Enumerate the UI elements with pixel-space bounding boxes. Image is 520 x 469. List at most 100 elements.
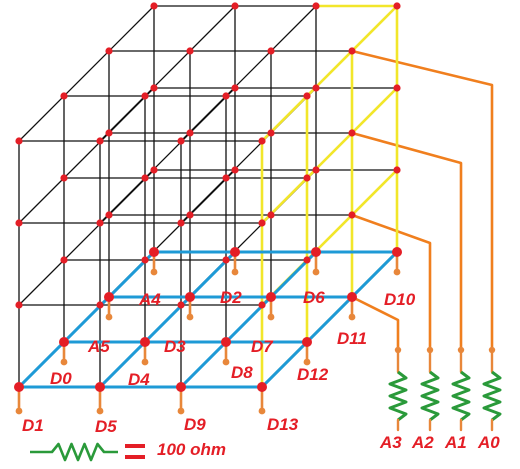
cathode-pin-end: [393, 268, 401, 276]
resistors: [388, 346, 502, 432]
solder-node: [267, 47, 275, 55]
solder-node: [393, 166, 401, 174]
cathode-label-d11: D11: [337, 329, 367, 348]
solder-node: [140, 337, 150, 347]
cathode-pin-end: [231, 268, 239, 276]
anode-wire-a0: [351, 49, 494, 348]
solder-node: [267, 129, 275, 137]
anode-label-a4: A4: [139, 290, 161, 309]
solder-node: [141, 256, 149, 264]
solder-node: [348, 129, 356, 137]
solder-node: [185, 292, 195, 302]
cathode-label-d9: D9: [184, 415, 206, 434]
solder-node: [15, 301, 23, 309]
solder-node: [393, 2, 401, 10]
legend-resistor-icon: [30, 442, 118, 462]
bottom-grid-column: [260, 250, 399, 389]
solder-node: [186, 211, 194, 219]
solder-node: [60, 174, 68, 182]
resistor-a1: [451, 370, 471, 422]
layer-wire: [260, 86, 399, 225]
cathode-label-d6: D6: [303, 288, 325, 307]
anode-label-a5: A5: [88, 337, 110, 356]
anode-wires: [351, 49, 494, 348]
cathode-label-d13: D13: [267, 415, 299, 434]
frame-wire: [99, 87, 236, 224]
solder-node: [393, 84, 401, 92]
solder-node: [231, 166, 239, 174]
resistor-top-terminal: [426, 346, 434, 354]
solder-node: [96, 137, 104, 145]
solder-node: [104, 292, 114, 302]
solder-node: [257, 382, 267, 392]
solder-node: [347, 292, 357, 302]
resistor-top-terminal: [457, 346, 465, 354]
solder-node: [222, 92, 230, 100]
frame-wire: [99, 5, 236, 142]
anode-wire-a1: [351, 131, 463, 348]
cathode-label-d8: D8: [231, 363, 253, 382]
cathode-label-d7: D7: [251, 337, 273, 356]
layer-wire: [260, 4, 399, 143]
anode-label-a2: A2: [412, 433, 434, 452]
solder-node: [312, 166, 320, 174]
solder-node: [141, 174, 149, 182]
cathode-label-d2: D2: [220, 288, 242, 307]
anode-wire-a2: [351, 213, 432, 348]
cathode-pin-end: [141, 358, 149, 366]
cathode-label-d5: D5: [95, 417, 117, 436]
legend-value-label: 100 ohm: [157, 440, 226, 459]
solder-node: [258, 301, 266, 309]
resistor-a3: [388, 370, 408, 422]
solder-node: [312, 2, 320, 10]
cathode-pin-end: [303, 358, 311, 366]
frame-wire: [18, 169, 155, 306]
bottom-grid-column: [179, 250, 318, 389]
cathode-label-d10: D10: [384, 290, 416, 309]
solder-node: [150, 84, 158, 92]
solder-node: [177, 137, 185, 145]
frame-wire: [180, 5, 317, 142]
frame-wire: [18, 87, 155, 224]
legend-equals-icon: [125, 455, 145, 459]
cathode-pin-end: [186, 313, 194, 321]
solder-node: [186, 129, 194, 137]
solder-nodes: [14, 2, 402, 392]
solder-node: [348, 47, 356, 55]
legend-equals-icon: [125, 444, 145, 448]
solder-node: [105, 47, 113, 55]
solder-node: [150, 2, 158, 10]
solder-node: [303, 256, 311, 264]
legend-symbols: [30, 442, 145, 462]
bottom-grid-column: [98, 250, 237, 389]
solder-node: [59, 337, 69, 347]
resistor-a2: [420, 370, 440, 422]
right-layer-frame: [260, 4, 399, 389]
solder-node: [231, 2, 239, 10]
solder-node: [141, 92, 149, 100]
cathode-label-d0: D0: [50, 369, 72, 388]
solder-node: [176, 382, 186, 392]
solder-node: [15, 219, 23, 227]
solder-node: [311, 247, 321, 257]
cathode-label-d12: D12: [297, 365, 329, 384]
solder-node: [303, 92, 311, 100]
cathode-pin-end: [222, 358, 230, 366]
cathode-pins: [15, 253, 401, 415]
cathode-pin-end: [96, 407, 104, 415]
solder-node: [302, 337, 312, 347]
resistor-a0: [482, 370, 502, 422]
solder-node: [177, 301, 185, 309]
cathode-label-d1: D1: [22, 416, 44, 435]
cathode-pin-end: [348, 313, 356, 321]
solder-node: [222, 174, 230, 182]
cathode-pin-end: [15, 407, 23, 415]
cathode-pin-end: [177, 407, 185, 415]
cathode-pin-end: [312, 268, 320, 276]
solder-node: [96, 219, 104, 227]
solder-node: [96, 301, 104, 309]
resistor-top-terminal: [488, 346, 496, 354]
cathode-pin-end: [60, 358, 68, 366]
